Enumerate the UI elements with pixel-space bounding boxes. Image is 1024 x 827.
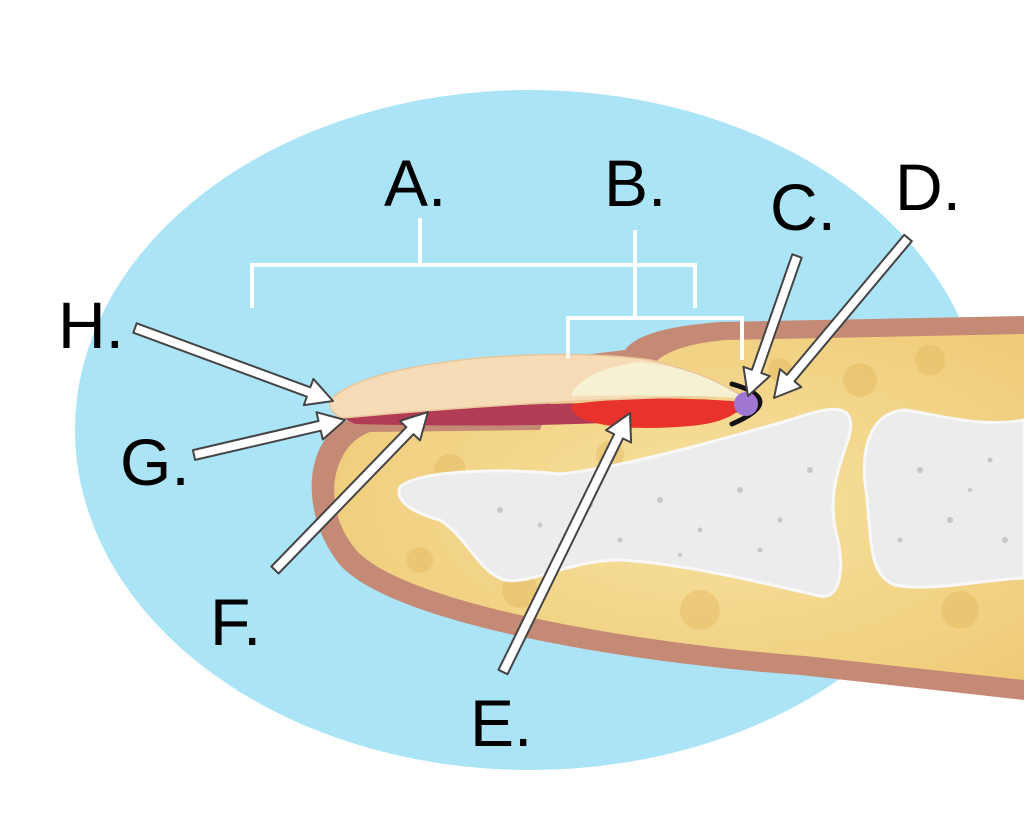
label-c: C. — [770, 170, 836, 244]
label-a: A. — [384, 146, 446, 220]
label-b: B. — [604, 146, 666, 220]
label-d: D. — [895, 150, 961, 224]
label-f: F. — [210, 585, 261, 659]
cuticle-dot — [734, 392, 758, 416]
label-h: H. — [58, 288, 124, 362]
label-e: E. — [470, 686, 532, 760]
label-g: G. — [120, 425, 190, 499]
middle-phalanx-bone — [864, 410, 1024, 587]
